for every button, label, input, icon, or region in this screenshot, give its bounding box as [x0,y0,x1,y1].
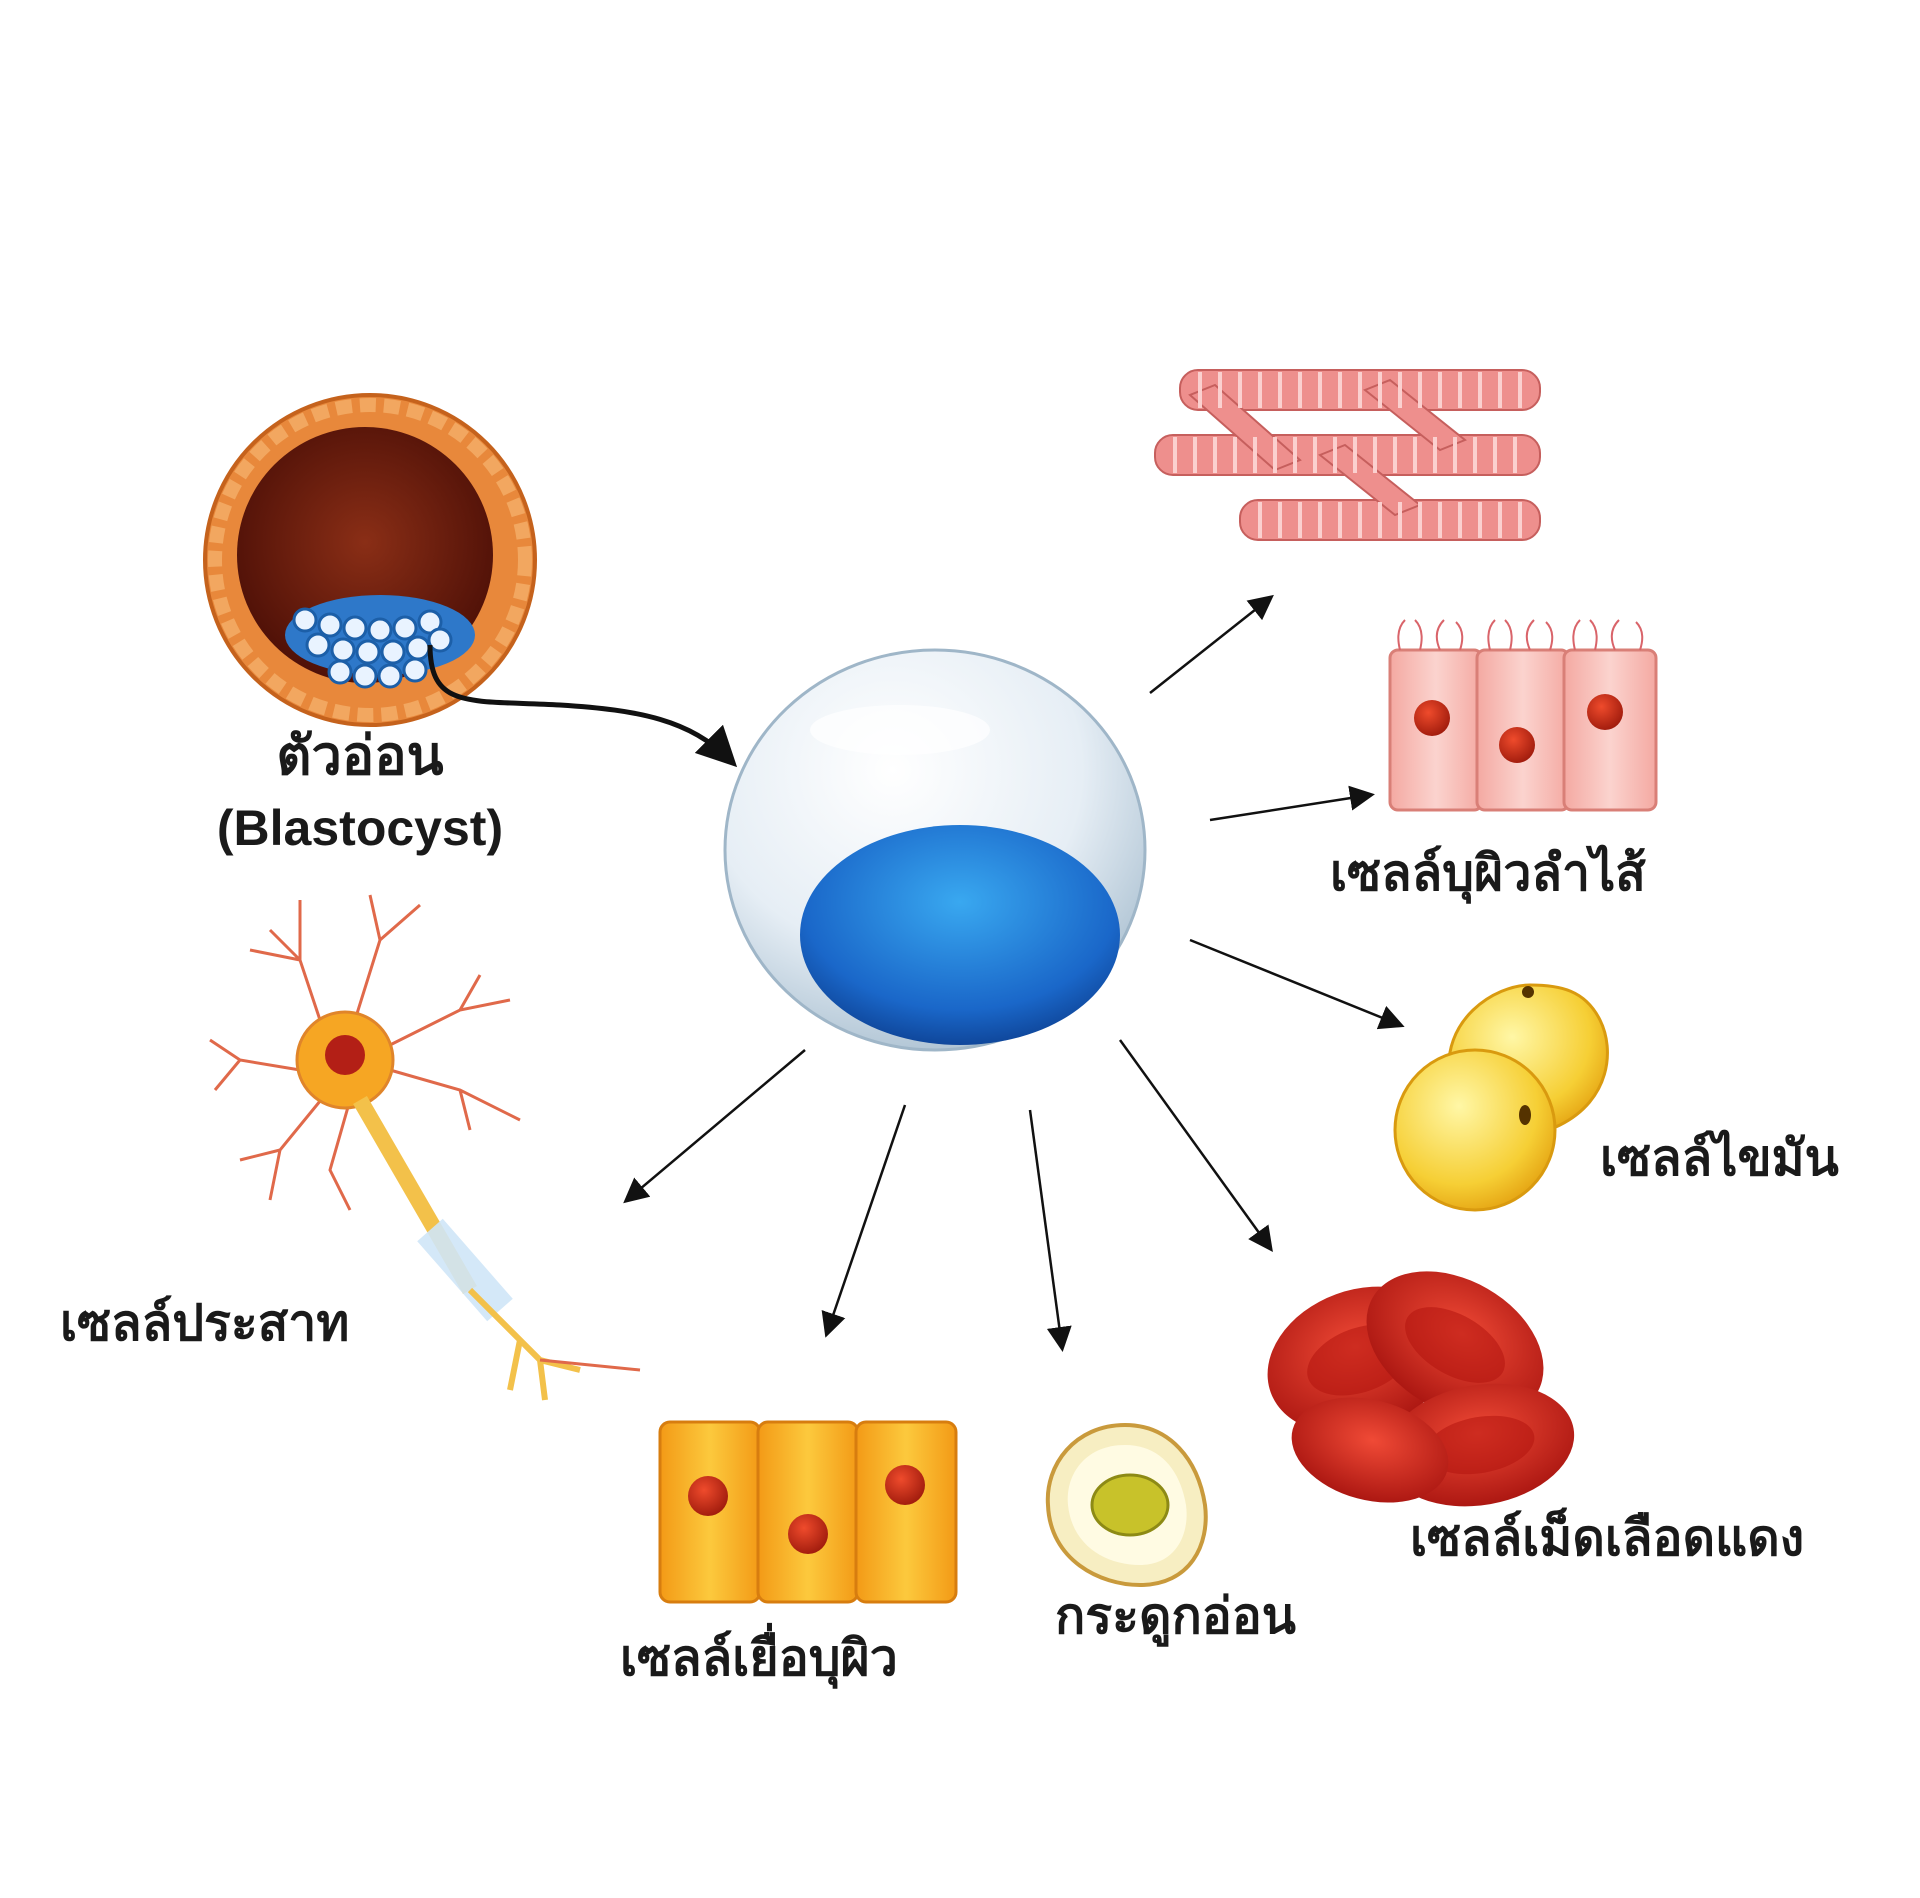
arrow-muscle [1149,594,1274,694]
arrow-nerve [623,1049,806,1204]
arrow-fat [1189,938,1405,1030]
arrow-cartilage [1028,1109,1072,1352]
arrow-redblood [1118,1039,1273,1253]
nerve-cell-label: เซลล์ประสาท [60,1294,350,1352]
cartilage-cell-icon [1045,1422,1208,1588]
muscle-striations [1173,372,1522,538]
epithelial-cell-icon [658,1420,958,1604]
muscle-fiber-icon [1154,369,1541,541]
intestinal-cell-label: เซลล์บุผิวลำไส้ [1330,844,1646,902]
arrow-epithelium [821,1104,907,1338]
cartilage-label: กระดูกอ่อน [1055,1587,1296,1645]
stem-cell-icon [723,648,1147,1052]
arrows [623,594,1405,1352]
intestinal-cell-icon [1388,619,1658,812]
red-blood-cell-icon [1267,1271,1575,1507]
epithelial-cell-label: เซลล์เยื่อบุผิว [620,1629,898,1687]
embryo-en-label: (Blastocyst) [216,800,504,856]
embryo-arrow [427,644,738,768]
fat-cell-label: เซลล์ไขมัน [1600,1129,1839,1187]
microvilli [1397,619,1644,651]
blastocyst-icon [203,393,537,727]
dendrites [209,894,521,1211]
embryo-label: ตัวอ่อน [276,724,444,787]
fat-cell-icon [1393,983,1609,1212]
red-blood-cell-label: เซลล์เม็ดเลือดแดง [1410,1509,1805,1567]
arrow-intestine [1209,785,1375,822]
neuron-icon [209,894,641,1401]
